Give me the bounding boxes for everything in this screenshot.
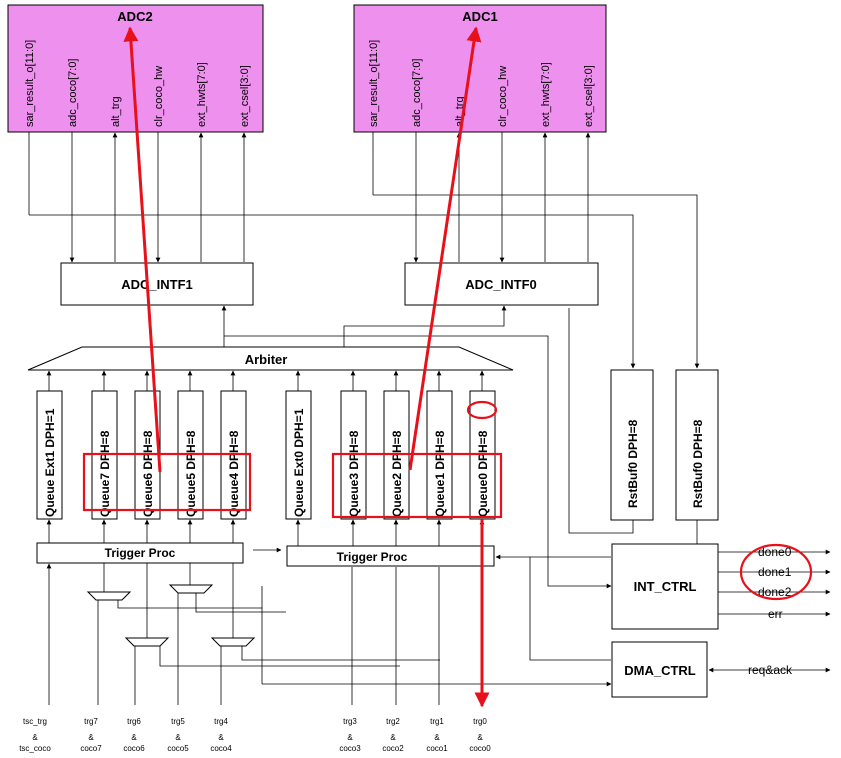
adc-port-wiring bbox=[28, 132, 700, 369]
highlight-dph-queue0 bbox=[466, 400, 498, 420]
input-coco7: coco7 bbox=[80, 744, 102, 753]
queue5-label: Queue5 DPH=8 bbox=[184, 430, 198, 517]
input-coco4: coco4 bbox=[210, 744, 232, 753]
input-labels: tsc_trg & tsc_coco trg7 & coco7 trg6 & c… bbox=[19, 717, 491, 753]
input-amp4: & bbox=[218, 733, 224, 742]
input-trg0: trg0 bbox=[473, 717, 487, 726]
input-coco-tsc: tsc_coco bbox=[19, 744, 51, 753]
input-amp5: & bbox=[175, 733, 181, 742]
dma-ctrl-block: DMA_CTRL req&ack bbox=[611, 641, 831, 698]
input-trg2: trg2 bbox=[386, 717, 400, 726]
input-coco1: coco1 bbox=[426, 744, 448, 753]
highlight-queues-0-3 bbox=[331, 452, 503, 519]
queue7-label: Queue7 DPH=8 bbox=[98, 430, 112, 517]
input-trg4: trg4 bbox=[214, 717, 228, 726]
input-amp3: & bbox=[347, 733, 353, 742]
queues-left: Queue Ext1 DPH=1 Queue7 DPH=8 Queue6 DPH… bbox=[36, 370, 247, 520]
output-err: err bbox=[768, 607, 783, 621]
output-done0: done0 bbox=[758, 545, 792, 559]
red-annotations bbox=[82, 26, 813, 708]
input-trg7: trg7 bbox=[84, 717, 98, 726]
queue1-label: Queue1 DPH=8 bbox=[433, 430, 447, 517]
input-coco6: coco6 bbox=[123, 744, 145, 753]
queue-ext0-label: Queue Ext0 DPH=1 bbox=[292, 408, 306, 517]
trigger-proc-right: Trigger Proc bbox=[253, 519, 611, 661]
int-ctrl-block: INT_CTRL done0 done1 done2 err bbox=[611, 543, 831, 630]
adc1-block: ADC1 sar_result_o[11:0] adc_coco[7:0] al… bbox=[353, 4, 607, 133]
input-trg6: trg6 bbox=[127, 717, 141, 726]
arrow-queues-to-adc1 bbox=[408, 26, 482, 471]
queue3-label: Queue3 DPH=8 bbox=[347, 430, 361, 517]
adc1-title: ADC1 bbox=[462, 9, 497, 24]
arrow-queues-to-adc2 bbox=[123, 26, 162, 473]
adc-intf0-block: ADC_INTF0 bbox=[404, 262, 599, 306]
trigger-proc-right-label: Trigger Proc bbox=[337, 550, 408, 564]
int-ctrl-label: INT_CTRL bbox=[634, 579, 697, 594]
input-coco2: coco2 bbox=[382, 744, 404, 753]
input-trg3: trg3 bbox=[343, 717, 357, 726]
mux-network bbox=[46, 563, 612, 705]
adc-intf0-label: ADC_INTF0 bbox=[465, 277, 537, 292]
output-done2: done2 bbox=[758, 585, 792, 599]
adc1-port-sar-result: sar_result_o[11:0] bbox=[368, 40, 380, 127]
adc2-port-alt-trg: alt_trg bbox=[110, 96, 122, 127]
input-coco0: coco0 bbox=[469, 744, 491, 753]
adc2-port-clr-coco-hw: clr_coco_hw bbox=[153, 66, 165, 127]
input-amp0: & bbox=[477, 733, 483, 742]
rstbuf-label-1: RstBuf0 DPH=8 bbox=[626, 419, 640, 508]
rstbuf-label-2: RstBuf0 DPH=8 bbox=[691, 419, 705, 508]
req-ack-label: req&ack bbox=[748, 663, 793, 677]
adc1-port-adc-coco: adc_coco[7:0] bbox=[411, 59, 423, 128]
adc1-port-ext-hwts: ext_hwts[7:0] bbox=[540, 62, 552, 127]
input-amp7: & bbox=[88, 733, 94, 742]
input-trg1: trg1 bbox=[430, 717, 444, 726]
input-amp2: & bbox=[390, 733, 396, 742]
queues-right: Queue Ext0 DPH=1 Queue3 DPH=8 Queue2 DPH… bbox=[285, 370, 496, 520]
adc2-port-adc-coco: adc_coco[7:0] bbox=[67, 59, 79, 128]
trigger-proc-left: Trigger Proc bbox=[36, 519, 244, 564]
adc1-port-clr-coco-hw: clr_coco_hw bbox=[497, 66, 509, 127]
input-amp-tsc: & bbox=[32, 733, 38, 742]
adc2-title: ADC2 bbox=[117, 9, 152, 24]
arbiter-label: Arbiter bbox=[245, 352, 288, 367]
queue-ext1-label: Queue Ext1 DPH=1 bbox=[43, 408, 57, 517]
dma-ctrl-label: DMA_CTRL bbox=[624, 663, 696, 678]
adc-intf1-label: ADC_INTF1 bbox=[121, 277, 193, 292]
adc2-port-ext-csel: ext_csel[3:0] bbox=[239, 65, 251, 127]
input-amp6: & bbox=[131, 733, 137, 742]
trigger-proc-left-label: Trigger Proc bbox=[105, 546, 176, 560]
highlight-queues-4-7 bbox=[82, 452, 252, 512]
queue0-label: Queue0 DPH=8 bbox=[476, 430, 490, 517]
input-coco5: coco5 bbox=[167, 744, 189, 753]
adc2-port-ext-hwts: ext_hwts[7:0] bbox=[196, 62, 208, 127]
queue4-label: Queue4 DPH=8 bbox=[227, 430, 241, 517]
arbiter-block: Arbiter bbox=[27, 305, 612, 589]
highlight-done-outputs bbox=[739, 543, 813, 601]
input-amp1: & bbox=[434, 733, 440, 742]
queue6-label: Queue6 DPH=8 bbox=[141, 430, 155, 517]
adc2-port-sar-result: sar_result_o[11:0] bbox=[24, 40, 36, 127]
queue2-label: Queue2 DPH=8 bbox=[390, 430, 404, 517]
input-trg5: trg5 bbox=[171, 717, 185, 726]
input-coco3: coco3 bbox=[339, 744, 361, 753]
adc-intf1-block: ADC_INTF1 bbox=[60, 262, 254, 306]
rstbuf-blocks: RstBuf0 DPH=8 RstBuf0 DPH=8 bbox=[568, 308, 719, 560]
adc1-port-ext-csel: ext_csel[3:0] bbox=[583, 65, 595, 127]
output-done1: done1 bbox=[758, 565, 792, 579]
input-trg-tsc: tsc_trg bbox=[23, 717, 47, 726]
